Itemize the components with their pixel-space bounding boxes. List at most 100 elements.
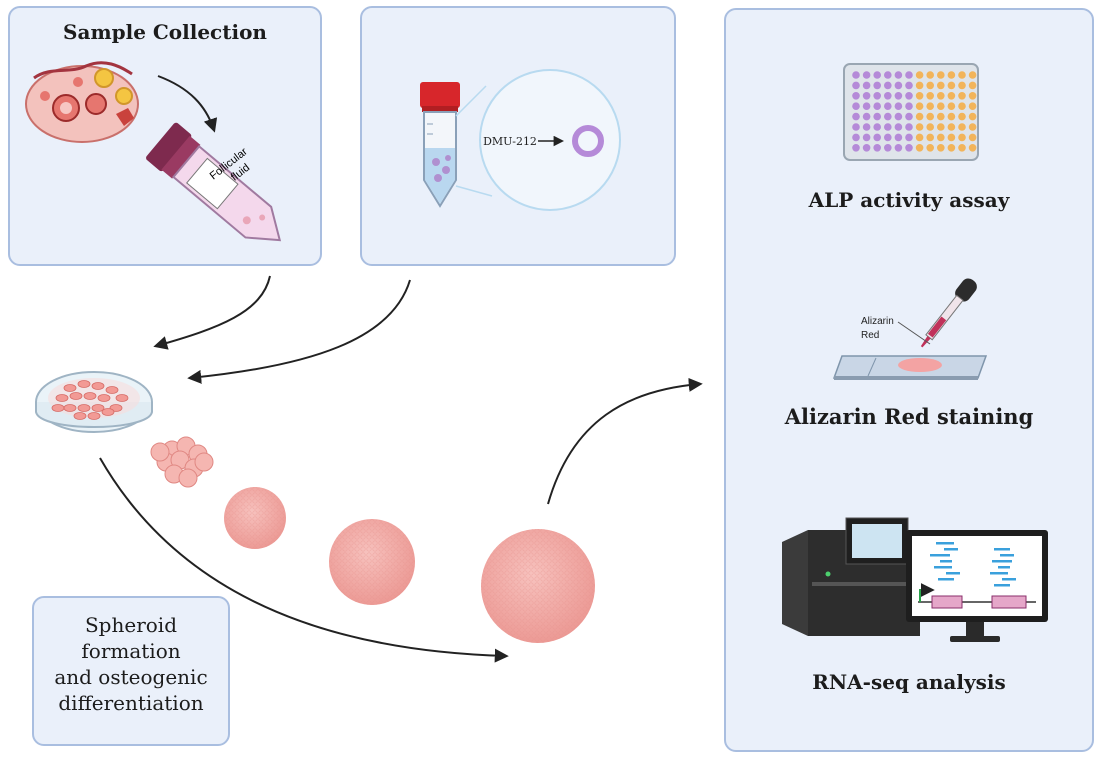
cell bbox=[83, 392, 97, 400]
well bbox=[915, 71, 924, 79]
spheroid-label-line3: and osteogenic bbox=[54, 665, 208, 689]
sequence-read bbox=[938, 578, 954, 581]
well bbox=[905, 144, 913, 152]
well bbox=[852, 112, 860, 121]
well bbox=[852, 71, 860, 79]
well bbox=[915, 92, 924, 100]
well bbox=[894, 71, 903, 79]
well bbox=[947, 123, 956, 131]
dropper-label-line1: Alizarin bbox=[861, 316, 894, 327]
well bbox=[884, 123, 892, 131]
well bbox=[937, 102, 945, 110]
well bbox=[947, 144, 956, 152]
sequence-read bbox=[936, 542, 954, 545]
cell bbox=[55, 394, 69, 402]
alizarin-staining-label: Alizarin Red staining bbox=[784, 404, 1034, 429]
sequence-read bbox=[998, 566, 1010, 569]
well bbox=[884, 92, 892, 100]
magnifier-circle bbox=[479, 69, 621, 211]
well bbox=[905, 133, 913, 142]
well bbox=[926, 123, 934, 131]
well bbox=[968, 92, 977, 100]
well bbox=[873, 112, 881, 121]
well bbox=[873, 71, 881, 79]
well bbox=[894, 144, 903, 152]
well bbox=[873, 133, 881, 142]
rnaseq-label: RNA-seq analysis bbox=[812, 670, 1006, 694]
well bbox=[958, 92, 966, 100]
well bbox=[958, 144, 966, 152]
well bbox=[937, 112, 945, 121]
dropper-label-line2: Red bbox=[861, 330, 879, 341]
well bbox=[862, 112, 871, 121]
sequence-read bbox=[992, 560, 1012, 563]
well bbox=[968, 144, 977, 152]
sequence-read bbox=[994, 548, 1010, 551]
well bbox=[905, 71, 913, 79]
well bbox=[862, 81, 871, 90]
cell-line-label: DMU-212 bbox=[483, 135, 537, 148]
well bbox=[884, 112, 892, 121]
microscope-slide-icon bbox=[832, 355, 988, 380]
sample-collection-title: Sample Collection bbox=[63, 20, 267, 44]
well bbox=[894, 81, 903, 90]
well bbox=[884, 144, 892, 152]
well bbox=[894, 123, 903, 131]
well bbox=[884, 133, 892, 142]
well bbox=[852, 144, 860, 152]
cell bbox=[87, 412, 101, 420]
cell bbox=[77, 380, 91, 388]
sequence-read bbox=[994, 584, 1010, 587]
cell bbox=[101, 408, 115, 416]
well bbox=[937, 133, 945, 142]
well bbox=[862, 92, 871, 100]
cell bbox=[69, 392, 83, 400]
well bbox=[905, 112, 913, 121]
well bbox=[862, 123, 871, 131]
cell-ring-icon bbox=[572, 125, 604, 157]
well bbox=[926, 92, 934, 100]
well bbox=[852, 81, 860, 90]
well bbox=[915, 112, 924, 121]
well bbox=[852, 92, 860, 100]
well bbox=[873, 102, 881, 110]
well bbox=[905, 92, 913, 100]
well-plate-icon bbox=[843, 63, 979, 161]
well bbox=[905, 102, 913, 110]
well bbox=[894, 102, 903, 110]
well bbox=[968, 71, 977, 79]
well bbox=[937, 92, 945, 100]
well bbox=[926, 144, 934, 152]
well bbox=[958, 112, 966, 121]
spheroid-formation-label: Spheroid formation and osteogenic differ… bbox=[32, 612, 230, 716]
well bbox=[915, 102, 924, 110]
well bbox=[915, 133, 924, 142]
cluster-cell bbox=[178, 468, 198, 488]
petri-dish-icon bbox=[35, 371, 153, 433]
well bbox=[852, 133, 860, 142]
well bbox=[958, 133, 966, 142]
well bbox=[862, 144, 871, 152]
well bbox=[958, 102, 966, 110]
arrow-to-dish-2 bbox=[187, 279, 411, 384]
cell-cluster-icon bbox=[150, 436, 214, 488]
well bbox=[873, 81, 881, 90]
cell bbox=[91, 404, 105, 412]
well bbox=[915, 81, 924, 90]
well bbox=[947, 102, 956, 110]
well bbox=[937, 81, 945, 90]
well bbox=[884, 81, 892, 90]
cell bbox=[97, 394, 111, 402]
well bbox=[873, 123, 881, 131]
well bbox=[852, 123, 860, 131]
monitor-icon bbox=[906, 530, 1048, 642]
cell bbox=[73, 412, 87, 420]
cell bbox=[91, 382, 105, 390]
well bbox=[926, 133, 934, 142]
well bbox=[905, 81, 913, 90]
well bbox=[947, 112, 956, 121]
well bbox=[894, 92, 903, 100]
well bbox=[947, 133, 956, 142]
cell bbox=[51, 404, 65, 412]
